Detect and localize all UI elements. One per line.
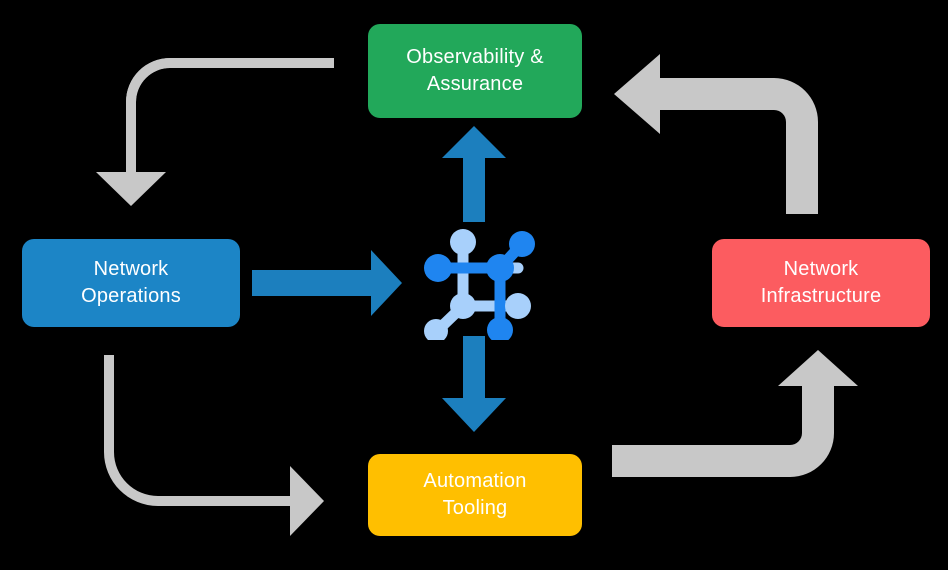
node-box-network-operations[interactable]: Network Operations [22,239,240,327]
network-nodes-dark [424,231,535,340]
node-label-automation-tooling: Automation Tooling [423,470,527,519]
node-label-observability: Observability & Assurance [406,46,544,95]
arrow-infrastructure-to-observability [614,54,818,214]
arrow-observability-to-operations [96,58,334,206]
node-box-observability[interactable]: Observability & Assurance [368,24,582,118]
arrow-center-to-automation [442,336,506,432]
arrow-operations-to-automation [104,355,324,536]
arrow-observability-to-operations-body [126,58,334,172]
node-box-network-infrastructure[interactable]: Network Infrastructure [712,239,930,327]
network-nodes-light [424,229,531,340]
network-topology-icon [424,229,535,340]
arrow-center-to-observability [442,126,506,222]
node-label-network-operations: Network Operations [81,258,181,307]
arrow-operations-to-center [252,250,402,316]
node-label-network-infrastructure: Network Infrastructure [760,258,882,307]
arrow-automation-to-infrastructure [612,350,858,477]
node-box-automation-tooling[interactable]: Automation Tooling [368,454,582,536]
